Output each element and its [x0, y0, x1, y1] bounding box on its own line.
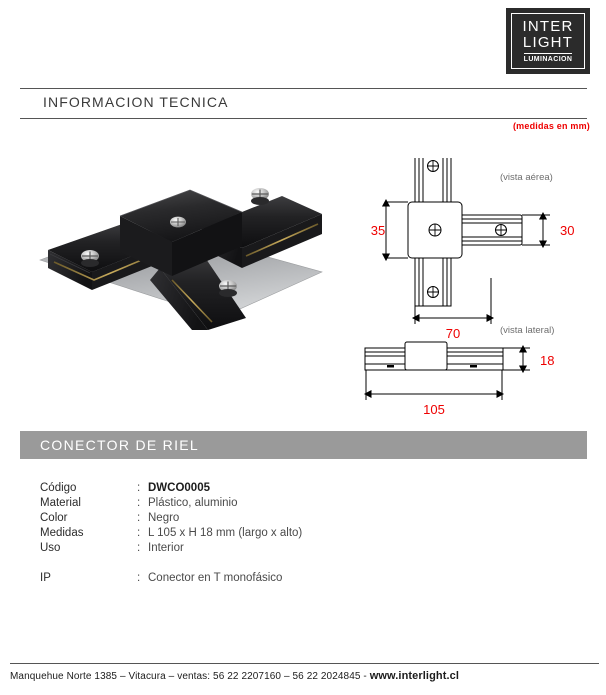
top-view-body [407, 201, 463, 259]
dimension-30-label: 30 [560, 223, 574, 238]
spec-key-codigo: Código [40, 482, 77, 494]
product-title: CONECTOR DE RIEL [40, 437, 200, 453]
top-view-arm-right [455, 214, 523, 246]
technical-drawings-svg: 35 30 70 18 105 (vista aérea) (vista lat… [363, 158, 574, 417]
dimension-35-line [381, 198, 408, 262]
screw-bottom [219, 280, 237, 297]
spec-key-medidas: Medidas [40, 527, 84, 539]
dimension-18-label: 18 [540, 353, 554, 368]
footer-website-link[interactable]: www.interlight.cl [369, 670, 460, 682]
brand-logo: INTER LIGHT LUMINACION [506, 8, 590, 74]
brand-logo-line1: INTER [522, 18, 574, 35]
footer: Manquehue Norte 1385 – Vitacura – ventas… [10, 670, 599, 682]
brand-logo-frame: INTER LIGHT LUMINACION [511, 13, 585, 69]
top-view-caption: (vista aérea) [500, 172, 553, 183]
spec-value-codigo: DWCO0005 [148, 482, 210, 494]
screw-right [251, 188, 269, 205]
page-title: INFORMACION TECNICA [43, 94, 229, 110]
footer-rule [10, 663, 599, 664]
spec-row-ip: IP : Conector en T monofásico [40, 571, 470, 586]
product-photo [32, 150, 332, 330]
spec-colon-medidas: : [137, 527, 141, 539]
side-view-caption: (vista lateral) [500, 325, 554, 336]
side-view-body [364, 341, 504, 371]
dimension-105-label: 105 [423, 402, 445, 417]
spec-value-color: Negro [148, 512, 180, 524]
spec-table: Código : DWCO0005 Material : Plástico, a… [40, 481, 470, 586]
screw-center [170, 216, 186, 228]
brand-logo-line2: LIGHT [522, 34, 574, 51]
spec-row-color: Color : Negro [40, 511, 470, 526]
brand-logo-line3: LUMINACION [523, 56, 573, 63]
dimension-30-line [522, 211, 550, 249]
spec-key-ip: IP [40, 572, 51, 584]
spec-value-material: Plástico, aluminio [148, 497, 238, 509]
technical-drawings: 35 30 70 18 105 (vista aérea) (vista lat… [360, 158, 606, 420]
spec-value-medidas: L 105 x H 18 mm (largo x alto) [148, 527, 303, 539]
spec-key-uso: Uso [40, 542, 61, 554]
spec-colon-material: : [137, 497, 141, 509]
footer-address: Manquehue Norte 1385 – Vitacura – ventas… [10, 671, 370, 682]
spec-value-ip: Conector en T monofásico [148, 572, 283, 584]
brand-logo-divider [524, 53, 572, 54]
screw-left [81, 250, 99, 267]
header-rule-top [20, 88, 587, 89]
spec-row-material: Material : Plástico, aluminio [40, 496, 470, 511]
header-rule-bottom [20, 118, 587, 119]
dimension-35-label: 35 [371, 223, 385, 238]
spec-key-color: Color [40, 512, 68, 524]
spec-row-medidas: Medidas : L 105 x H 18 mm (largo x alto) [40, 526, 470, 541]
spec-row-uso: Uso : Interior [40, 541, 470, 556]
spec-colon-color: : [137, 512, 141, 524]
spec-value-uso: Interior [148, 542, 184, 554]
dimension-70-label: 70 [446, 326, 460, 341]
spec-colon-ip: : [137, 572, 141, 584]
spec-key-material: Material [40, 497, 81, 509]
spec-row-codigo: Código : DWCO0005 [40, 481, 470, 496]
units-note: (medidas en mm) [512, 121, 590, 131]
dimension-105-line [363, 370, 505, 400]
spec-colon-uso: : [137, 542, 141, 554]
dimension-18-line [503, 344, 530, 374]
spec-colon-codigo: : [137, 482, 141, 494]
product-title-band [20, 431, 587, 459]
dimension-70-line [411, 278, 495, 324]
product-photo-image [39, 188, 323, 330]
